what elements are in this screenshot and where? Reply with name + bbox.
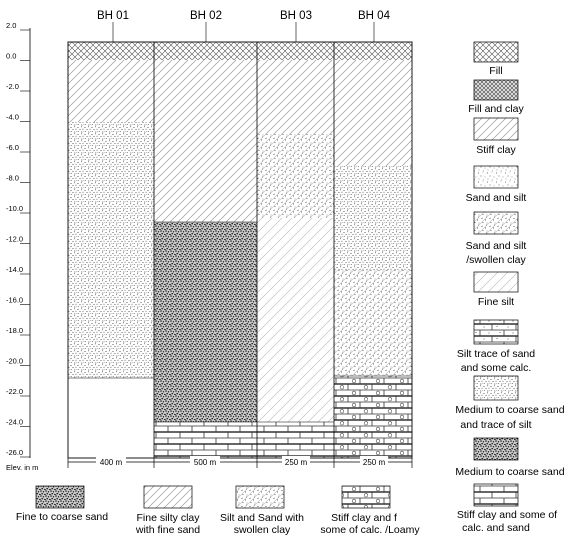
legend-label-stiff-clay-calc-sand-2: calc. and sand [462,522,530,534]
elevation-tick-label: 0.0 [6,52,16,61]
legend-swatch-stiff-clay-loamy [341,485,391,509]
legend-item-sand-silt-swollen-clay: Sand and silt /swollen clay [466,211,527,266]
elevation-tick-label: -16.0 [6,296,23,305]
elevation-tick-label: -2.0 [6,82,19,91]
legend-item-fill-and-clay: Fill and clay [468,79,524,115]
legend-swatch-sand-silt-swollen-clay [473,211,519,235]
elevation-tick-label: -8.0 [6,174,19,183]
legend-label-sand-and-silt: Sand and silt [466,192,527,204]
legend-item-fine-silty-clay: Fine silty clay with fine sand [135,485,200,536]
elevation-tick-label: -6.0 [6,143,19,152]
elevation-scale: 2.0 0.0 -2.0 -4.0 -6.0 -8.0 -10.0 -12.0 -14.0 -16… [6,21,38,472]
legend-label-stiff-clay: Stiff clay [476,144,516,156]
legend-item-stiff-clay: Stiff clay [473,117,519,156]
legend-label-sand-silt-swollen-clay-1: Sand and silt [466,240,527,252]
legend-label-silt-sand-swollen-clay-1: Silt and Sand with [220,512,304,524]
bh03-stiff-clay [257,74,334,134]
legend-label-stiff-clay-loamy-1: Stiff clay and f [331,512,397,524]
bh02-stiff-clay [154,74,257,222]
legend-label-fine-silt: Fine silt [478,296,514,308]
soil-layers [67,41,413,459]
legend-swatch-stiff-clay [473,117,519,141]
distance-label-4: 250 m [363,458,386,467]
elevation-tick-label: -4.0 [6,113,19,122]
elevation-unit-label: Elev. in m [6,463,38,472]
elevation-tick-label: -26.0 [6,448,23,457]
distance-label-1: 400 m [100,458,123,467]
bh03-fine-silt [257,218,334,422]
legend-swatch-fine-silt [473,271,519,293]
elevation-ticks: 2.0 0.0 -2.0 -4.0 -6.0 -8.0 -10.0 -12.0 -14.0 -16… [6,21,30,458]
elevation-tick-label: -14.0 [6,265,23,274]
bh01-medium-coarse-sand [68,122,154,378]
legend-label-medium-coarse-sand-trace-silt-1: Medium to coarse sand [455,404,564,416]
bh04-stiff-clay-calc-loamy [334,376,412,458]
elevation-tick-label: 2.0 [6,21,16,30]
legend-swatch-medium-coarse-sand [473,437,519,461]
legend-item-medium-coarse-sand: Medium to coarse sand [455,437,565,478]
legend-item-stiff-clay-loamy: Stiff clay and f some of calc. /Loamy [320,485,420,536]
legend-label-fill: Fill [489,65,502,77]
legend-swatch-fill [473,41,519,63]
bh03-sand-silt-swollen-clay [257,134,334,218]
layer-fill-top [68,42,412,60]
legend-item-silt-trace-sand-calc: Silt trace of sand and some calc. [457,319,535,374]
legend-label-sand-silt-swollen-clay-2: /swollen clay [466,254,526,266]
distance-label-3: 250 m [285,458,308,467]
legend-label-fine-silty-clay-1: Fine silty clay [136,512,200,524]
legend-swatch-fine-to-coarse-sand [35,485,85,509]
legend-label-stiff-clay-calc-sand-1: Stiff clay and some of [457,509,557,521]
legend-label-stiff-clay-loamy-2: some of calc. /Loamy [320,524,420,536]
legend-bottom: Fine to coarse sand Fine silty clay with… [16,485,420,536]
legend-swatch-silt-trace-sand-calc [473,319,519,345]
legend-item-stiff-clay-calc-sand: Stiff clay and some of calc. and sand [457,483,557,534]
borehole-headers: BH 01 BH 02 BH 03 BH 04 [97,10,391,42]
legend-label-silt-trace-sand-calc-2: and some calc. [461,362,532,374]
legend-label-silt-sand-swollen-clay-2: swollen clay [234,524,291,536]
legend-label-fine-silty-clay-2: with fine sand [135,524,200,536]
legend-swatch-fine-silty-clay [143,485,193,509]
legend-label-medium-coarse-sand-trace-silt-2: and trace of silt [460,419,531,431]
legend-item-sand-and-silt: Sand and silt [466,165,527,204]
bh02-medium-coarse-sand-dense [154,222,257,422]
bh02-stiff-clay-calc [154,422,257,458]
legend-swatch-stiff-clay-calc-sand [473,483,519,507]
distance-dimensions: 400 m 500 m 250 m 250 m [67,456,413,468]
layer-fill-and-clay-upper [68,60,412,74]
borehole-label-bh04: BH 04 [358,10,391,22]
legend-label-fine-to-coarse-sand: Fine to coarse sand [16,511,108,523]
legend-label-fill-and-clay: Fill and clay [468,103,524,115]
elevation-tick-label: -10.0 [6,204,23,213]
elevation-tick-label: -18.0 [6,326,23,335]
borehole-label-bh02: BH 02 [190,10,222,22]
borehole-label-bh01: BH 01 [97,10,129,22]
bh01-stiff-clay [68,74,154,122]
elevation-tick-label: -20.0 [6,357,23,366]
legend-swatch-fill-and-clay [473,79,519,101]
bh04-silt-sand-swollen-clay [334,270,412,376]
elevation-tick-label: -22.0 [6,387,23,396]
legend-swatch-sand-and-silt [473,165,519,189]
legend-label-silt-trace-sand-calc-1: Silt trace of sand [457,348,535,360]
legend-item-fine-silt: Fine silt [473,271,519,308]
elevation-tick-label: -24.0 [6,418,23,427]
elevation-tick-label: -12.0 [6,235,23,244]
legend-item-silt-sand-swollen-clay: Silt and Sand with swollen clay [220,485,304,536]
legend-item-fine-to-coarse-sand: Fine to coarse sand [16,485,108,523]
borehole-label-bh03: BH 03 [280,10,312,22]
legend-swatch-medium-coarse-sand-trace-silt [473,375,519,401]
legend-swatch-silt-sand-swollen-clay [235,485,285,509]
bh04-stiff-clay [334,74,412,166]
legend-label-medium-coarse-sand: Medium to coarse sand [455,466,564,478]
legend-item-medium-coarse-sand-trace-silt: Medium to coarse sand and trace of silt [455,375,565,431]
bh04-medium-coarse-sand [334,166,412,270]
bh03-stiff-clay-calc [257,422,334,458]
legend-right: Fill Fill and clay Stiff clay Sand and s… [455,41,565,534]
legend-item-fill: Fill [473,41,519,77]
distance-label-2: 500 m [194,458,217,467]
